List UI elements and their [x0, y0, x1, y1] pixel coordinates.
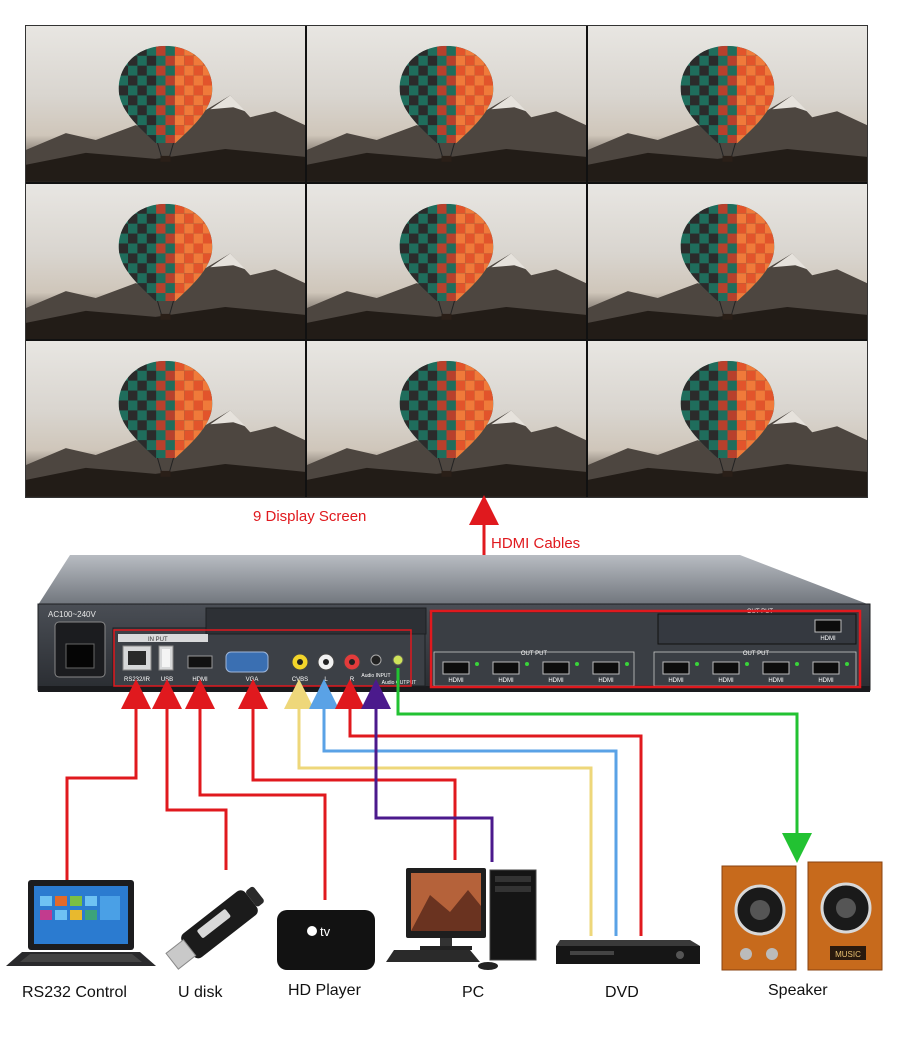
hdmi-output-label: HDMI [718, 678, 734, 684]
speaker-music-text: MUSIC [835, 950, 861, 959]
display-screen [307, 26, 586, 182]
hdmi-input-connection [185, 679, 327, 900]
hdmi-output-port [814, 619, 842, 633]
hdmi-output-port [542, 661, 570, 675]
status-led [745, 662, 749, 666]
hdmi-output-label: HDMI [768, 678, 784, 684]
audio-output-port [392, 654, 404, 666]
hdmi-output-port [592, 661, 620, 675]
pc-icon [386, 868, 537, 970]
display-screen [26, 341, 305, 497]
video-wall-controller: AC100~240V IN PUT RS232/IR USB HDMI V [37, 555, 871, 692]
hd-player-icon: tv [277, 910, 375, 970]
output-header-left: OUT PUT [521, 651, 548, 657]
speaker-label: Speaker [768, 982, 828, 999]
vga-connection [238, 679, 457, 860]
status-led [525, 662, 529, 666]
hdmi-output-label: HDMI [448, 678, 464, 684]
display-screen [588, 183, 867, 340]
hdmi-output-label: HDMI [598, 678, 614, 684]
status-led [695, 662, 699, 666]
rs232-control-label: RS232 Control [22, 984, 127, 1001]
usb-stick-icon [165, 886, 264, 970]
hdmi-output-port [712, 661, 740, 675]
output-highlight [429, 609, 862, 689]
hdmi-cables-label: HDMI Cables [491, 535, 581, 552]
hdmi-output-label: HDMI [818, 678, 834, 684]
status-led [625, 662, 629, 666]
vga-label: VGA [246, 677, 259, 683]
audio-output-connection [396, 668, 812, 863]
status-led [845, 662, 849, 666]
status-led [795, 662, 799, 666]
tv-logo-text: tv [320, 924, 331, 939]
input-header: IN PUT [148, 637, 168, 643]
audio-r-label: R [350, 677, 355, 683]
display-screen [26, 26, 305, 182]
audio-input-connection [361, 679, 494, 862]
hdmi-output-port [662, 661, 690, 675]
pc-label: PC [462, 984, 485, 1001]
display-screen [588, 341, 867, 497]
dvd-player-icon [556, 940, 700, 964]
hdmi-input-port [187, 655, 213, 669]
display-screen [307, 183, 586, 340]
usb-connection [152, 679, 228, 870]
audio-input-label: Audio INPUT [361, 673, 390, 679]
output-header-right: OUT PUT [743, 651, 770, 657]
hdmi-output-port [812, 661, 840, 675]
hdmi-output-label: HDMI [820, 636, 836, 642]
rs232-label: RS232/IR [124, 677, 151, 683]
power-label: AC100~240V [48, 610, 96, 619]
video-wall [25, 25, 868, 498]
cvbs-label: CVBS [292, 677, 308, 683]
usb-label: USB [161, 677, 173, 683]
hdmi-output-port [492, 661, 520, 675]
hdmi-output-label: HDMI [498, 678, 514, 684]
vga-port [225, 651, 269, 673]
u-disk-label: U disk [178, 984, 223, 1001]
hd-player-label: HD Player [288, 982, 361, 999]
dvd-label: DVD [605, 984, 639, 1001]
display-screen-label: 9 Display Screen [253, 508, 367, 525]
audio-input-port [370, 654, 382, 666]
speaker-icon: MUSIC [721, 861, 883, 971]
hdmi-output-label: HDMI [668, 678, 684, 684]
hdmi-output-port [442, 661, 470, 675]
display-screen [307, 341, 586, 497]
rs232-connection [65, 679, 151, 880]
audio-r-connection [335, 679, 643, 936]
display-screen [26, 183, 305, 340]
hdmi-output-label: HDMI [548, 678, 564, 684]
status-led [475, 662, 479, 666]
audio-l-connection [309, 679, 618, 936]
display-screen [588, 26, 867, 182]
status-led [575, 662, 579, 666]
hdmi-output-port [762, 661, 790, 675]
hdmi-input-label: HDMI [192, 677, 208, 683]
cvbs-connection [284, 679, 593, 936]
laptop-icon [6, 880, 156, 966]
